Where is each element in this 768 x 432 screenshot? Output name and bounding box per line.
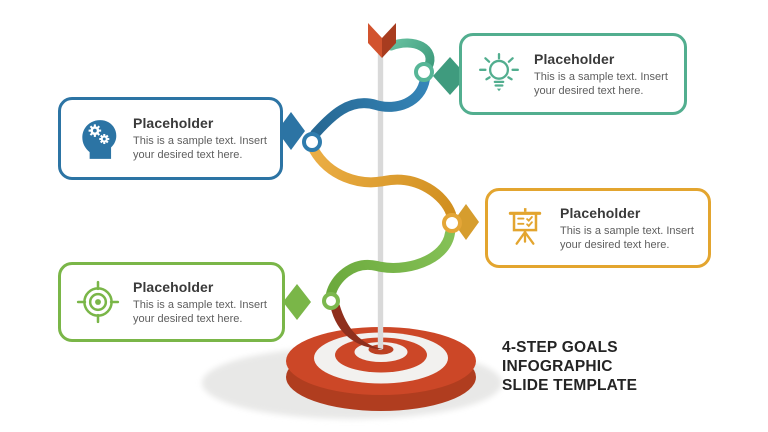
callout-body: This is a sample text. Insert your desir… xyxy=(133,298,267,325)
slide-title-line-2: SLIDE TEMPLATE xyxy=(502,377,638,394)
head-gears-icon xyxy=(82,119,117,159)
arrow-fletching-icon xyxy=(368,23,396,58)
callout-body: This is a sample text. Insert your desir… xyxy=(560,224,694,251)
callout-body: This is a sample text. Insert your desir… xyxy=(534,70,668,97)
slide-title-line-1: 4-STEP GOALS INFOGRAPHIC xyxy=(502,339,618,375)
callout-title: Placeholder xyxy=(133,278,214,295)
presentation-board-icon xyxy=(508,208,542,245)
callout-title: Placeholder xyxy=(133,115,214,131)
callout-box-step-3: Placeholder This is a sample text. Inser… xyxy=(485,188,711,268)
ribbon-step-1 xyxy=(386,38,435,72)
ribbon-step-3 xyxy=(309,145,456,219)
callout-body: This is a sample text. Insert your desir… xyxy=(133,135,267,161)
dartboard-target xyxy=(286,327,476,411)
ribbon-step-4 xyxy=(326,228,455,299)
callout-title: Placeholder xyxy=(560,204,641,221)
pointer-diamond-blue xyxy=(277,112,305,150)
step-node-4 xyxy=(322,292,340,310)
callout-box-step-4: Placeholder This is a sample text. Inser… xyxy=(58,262,285,342)
ribbon-into-target xyxy=(330,304,385,350)
pointer-diamond-yellow xyxy=(453,204,479,240)
callout-box-step-2: Placeholder This is a sample text. Inser… xyxy=(58,97,283,180)
pointer-diamond-teal xyxy=(433,57,467,95)
step-node-3 xyxy=(442,213,462,233)
arrow-shaft xyxy=(377,52,384,350)
target-icon xyxy=(76,280,120,324)
callout-title: Placeholder xyxy=(534,50,615,67)
callout-box-step-1: Placeholder This is a sample text. Inser… xyxy=(459,33,687,115)
step-node-1 xyxy=(414,62,434,82)
lightbulb-icon xyxy=(479,52,519,92)
pointer-diamond-green xyxy=(283,284,311,320)
step-node-2 xyxy=(302,132,322,152)
slide-title: 4-STEP GOALS INFOGRAPHIC SLIDE TEMPLATE xyxy=(502,338,722,395)
ribbon-step-2 xyxy=(310,74,430,139)
